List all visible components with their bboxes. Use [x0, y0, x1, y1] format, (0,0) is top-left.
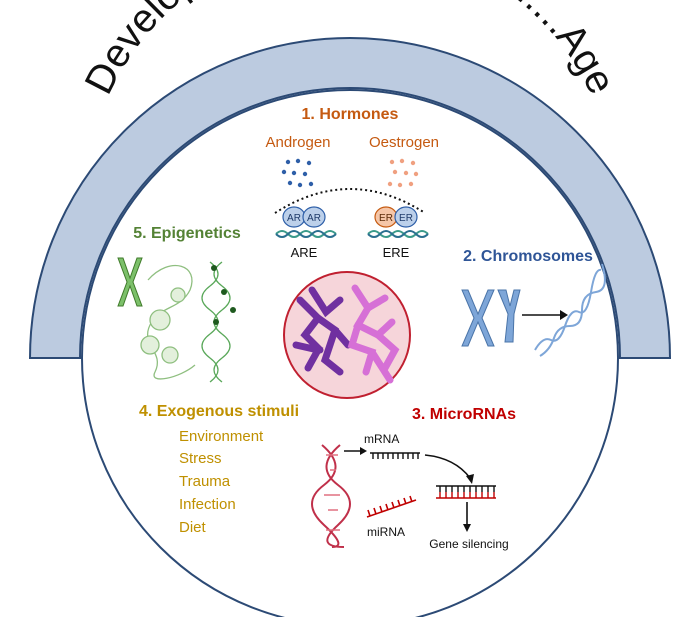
- purple-chromosome-cluster: [292, 286, 352, 376]
- chromosomes-heading: 2. Chromosomes: [463, 248, 593, 265]
- exogenous-heading: 4. Exogenous stimuli: [139, 403, 299, 420]
- oestrogen-label: Oestrogen: [369, 134, 439, 151]
- are-label: ARE: [291, 245, 318, 260]
- androgen-label: Androgen: [265, 134, 330, 151]
- chromosome-arrow-head: [560, 310, 568, 320]
- epigenetics-dna-helix: [201, 261, 236, 383]
- x-chromosome: [461, 289, 495, 347]
- pink-chromosome-cluster: [347, 284, 400, 384]
- exogenous-list: Environment Stress Trauma Infection Diet: [179, 428, 264, 536]
- silencing-arrow-head: [463, 524, 471, 532]
- hormones-heading: 1. Hormones: [302, 106, 399, 123]
- chromosome-dna-helix: [534, 263, 606, 357]
- svg-text:ER: ER: [379, 213, 393, 224]
- exogenous-item: Trauma: [179, 473, 231, 490]
- nucleus-cell: [283, 271, 411, 399]
- oestrogen-molecules: [387, 158, 419, 188]
- micrornas-heading: 3. MicroRNAs: [412, 406, 516, 423]
- exogenous-item: Environment: [179, 428, 264, 445]
- mirna-label: miRNA: [367, 525, 405, 539]
- dna-to-mrna-arrow-head: [360, 447, 367, 455]
- chromatin-fibre: [140, 264, 196, 380]
- exogenous-item: Diet: [179, 519, 207, 536]
- mirna-mrna-duplex: [436, 485, 496, 499]
- svg-text:AR: AR: [307, 213, 321, 224]
- y-chromosome: [497, 289, 521, 343]
- svg-text:ER: ER: [399, 213, 413, 224]
- androgen-molecules: [281, 158, 314, 188]
- mrna-to-duplex-arrow-head: [466, 474, 474, 484]
- ere-label: ERE: [383, 245, 410, 260]
- mrna-label: mRNA: [364, 432, 399, 446]
- svg-text:AR: AR: [287, 213, 301, 224]
- ere-dna-strand: [367, 230, 429, 238]
- epigenetics-chromosome: [117, 257, 143, 307]
- microrna-dna-helix: [311, 444, 351, 548]
- exogenous-item: Infection: [179, 496, 236, 513]
- exogenous-item: Stress: [179, 450, 222, 467]
- age-arc-band: [28, 37, 672, 359]
- mrna-strand: [370, 452, 420, 459]
- epigenetics-heading: 5. Epigenetics: [133, 225, 241, 242]
- androgen-receptor: AR AR: [282, 206, 326, 228]
- are-dna-strand: [275, 230, 337, 238]
- gene-silencing-label: Gene silencing: [429, 537, 508, 551]
- oestrogen-receptor: ER ER: [374, 206, 418, 228]
- mirna-strand: [366, 495, 417, 518]
- mrna-to-duplex-arrow: [424, 454, 471, 479]
